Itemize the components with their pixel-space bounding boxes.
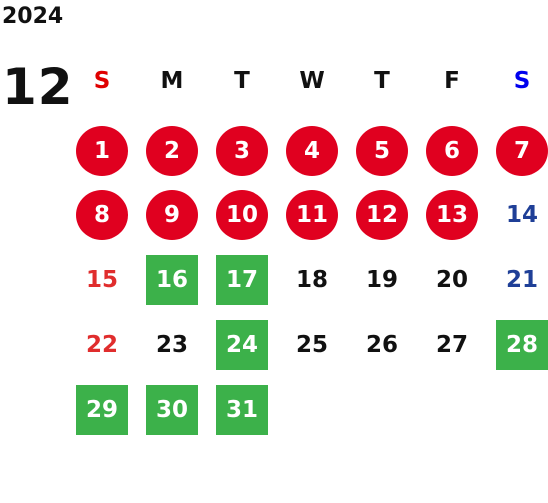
calendar-day[interactable]: 10 [216,190,268,240]
calendar-day[interactable]: 5 [356,126,408,176]
calendar-day[interactable]: 16 [146,255,198,305]
weekday-header: M [160,68,184,94]
calendar-day[interactable]: 24 [216,320,268,370]
calendar-day[interactable]: 28 [496,320,548,370]
calendar-day[interactable]: 27 [435,332,468,358]
calendar-day[interactable]: 25 [295,332,328,358]
calendar-day[interactable]: 23 [155,332,188,358]
calendar-day[interactable]: 13 [426,190,478,240]
calendar-day[interactable]: 4 [286,126,338,176]
calendar-day[interactable]: 26 [365,332,398,358]
calendar-day[interactable]: 29 [76,385,128,435]
calendar-year: 2024 [2,4,64,29]
calendar-day[interactable]: 9 [146,190,198,240]
calendar-day[interactable]: 21 [505,267,538,293]
weekday-header: S [93,68,111,94]
weekday-header: T [234,68,250,94]
calendar-day[interactable]: 17 [216,255,268,305]
calendar-day[interactable]: 6 [426,126,478,176]
calendar-day[interactable]: 12 [356,190,408,240]
calendar-day[interactable]: 11 [286,190,338,240]
weekday-header: S [513,68,531,94]
weekday-header: W [299,68,325,94]
calendar-day[interactable]: 19 [365,267,398,293]
calendar-day[interactable]: 14 [505,202,538,228]
calendar-day[interactable]: 8 [76,190,128,240]
weekday-header: F [444,68,460,94]
calendar-day[interactable]: 31 [216,385,268,435]
calendar-day[interactable]: 18 [295,267,328,293]
calendar-day[interactable]: 22 [85,332,118,358]
calendar-day[interactable]: 2 [146,126,198,176]
calendar-day[interactable]: 1 [76,126,128,176]
calendar-month: 12 [2,58,74,116]
calendar-day[interactable]: 15 [85,267,118,293]
weekday-header: T [374,68,390,94]
calendar-day[interactable]: 7 [496,126,548,176]
calendar-day[interactable]: 30 [146,385,198,435]
calendar-day[interactable]: 20 [435,267,468,293]
calendar-day[interactable]: 3 [216,126,268,176]
